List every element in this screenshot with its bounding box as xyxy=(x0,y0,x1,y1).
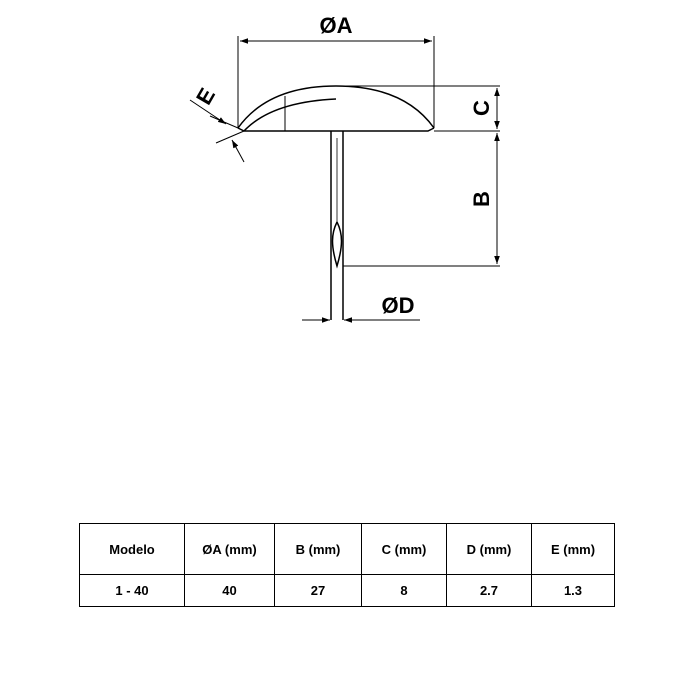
table-row: 1 - 40 40 27 8 2.7 1.3 xyxy=(79,574,615,607)
tack-shank xyxy=(330,131,344,320)
dome-outer-outline xyxy=(237,85,435,129)
cell-a: 40 xyxy=(184,574,275,607)
dimension-a xyxy=(237,36,435,128)
label-a: ØA xyxy=(320,13,353,38)
cell-modelo: 1 - 40 xyxy=(79,574,185,607)
dimension-e xyxy=(189,99,245,163)
header-a: ØA (mm) xyxy=(184,523,275,575)
tack-technical-drawing: ØA C B ØD E xyxy=(189,13,500,323)
cell-d: 2.7 xyxy=(446,574,532,607)
label-e: E xyxy=(191,84,220,109)
header-d: D (mm) xyxy=(446,523,532,575)
extension-line-e-bottom xyxy=(215,130,245,144)
header-modelo: Modelo xyxy=(79,523,185,575)
cell-c: 8 xyxy=(361,574,447,607)
dome-rim-base xyxy=(237,127,435,132)
shank-point xyxy=(331,221,343,269)
dimension-line-e-upper xyxy=(189,99,227,125)
header-b: B (mm) xyxy=(274,523,362,575)
cell-e: 1.3 xyxy=(531,574,615,607)
table-header-row: Modelo ØA (mm) B (mm) C (mm) D (mm) E (m… xyxy=(79,523,615,575)
header-c: C (mm) xyxy=(361,523,447,575)
dimension-c xyxy=(336,85,500,132)
label-c: C xyxy=(469,100,494,116)
dimension-b xyxy=(343,133,500,267)
label-d: ØD xyxy=(382,293,415,318)
tack-head xyxy=(237,85,435,132)
spec-table: Modelo ØA (mm) B (mm) C (mm) D (mm) E (m… xyxy=(79,523,615,607)
dome-inner-outline xyxy=(243,98,337,132)
label-b: B xyxy=(469,191,494,207)
dimension-line-e-lower xyxy=(231,139,245,163)
cell-b: 27 xyxy=(274,574,362,607)
extension-line-e-top xyxy=(209,115,239,129)
header-e: E (mm) xyxy=(531,523,615,575)
